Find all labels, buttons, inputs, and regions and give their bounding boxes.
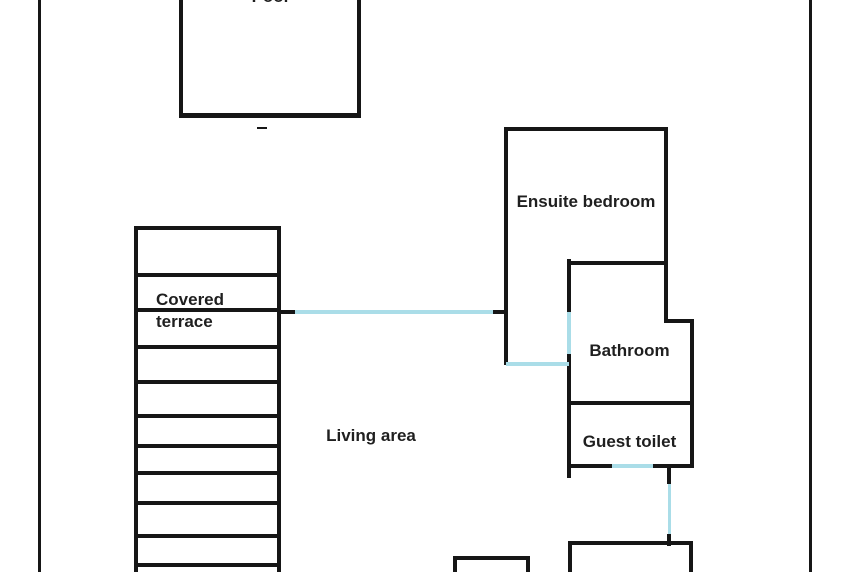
terrace-wall-left (134, 226, 138, 572)
pool-wall-bottom (179, 113, 361, 118)
covered-terrace-label: Covered terrace (156, 289, 224, 333)
bedroom-wall-bottom (567, 261, 668, 265)
bathroom-label: Bathroom (589, 341, 670, 360)
bathroom-step-wall (664, 319, 694, 323)
bottom-left-wall-left (453, 556, 457, 572)
terrace-deck-stripe (138, 380, 277, 384)
covered-terrace-label-line1: Covered (156, 290, 225, 309)
pool-stray-mark (257, 127, 267, 129)
guest-toilet-glass-door (612, 464, 653, 468)
bathroom-glass-door (567, 312, 571, 354)
guest-toilet-wall-bottom-right (653, 464, 694, 468)
bedroom-wall-top (504, 127, 668, 131)
guest-toilet-wall-bottom-left (567, 464, 612, 468)
bottom-right-wall-top (568, 541, 693, 545)
guest-toilet-label: Guest toilet (582, 432, 677, 451)
terrace-deck-stripe (138, 501, 277, 505)
hall-glass-door (506, 362, 569, 366)
terrace-wall-top (134, 226, 281, 230)
connector-jamb-bottom (667, 534, 671, 546)
terrace-deck-stripe (138, 308, 277, 312)
bottom-left-wall-top (453, 556, 530, 560)
outer-wall-right (809, 0, 812, 572)
bottom-right-wall-right (689, 541, 693, 572)
terrace-deck-stripe (138, 534, 277, 538)
pool-wall-left (179, 0, 183, 118)
terrace-deck-stripe (138, 563, 277, 567)
pool-label: Pool (181, 0, 359, 8)
ensuite-bedroom-label: Ensuite bedroom (516, 192, 656, 211)
bottom-left-wall-right (526, 556, 530, 572)
terrace-deck-stripe (138, 273, 277, 277)
terrace-deck-stripe (138, 471, 277, 475)
guest-toilet-wall-top (567, 401, 694, 405)
bathroom-wall-right (690, 319, 694, 405)
connector-glass-door (668, 484, 671, 536)
living-area-label: Living area (326, 426, 416, 445)
outer-wall-left (38, 0, 41, 572)
guest-toilet-wall-right (690, 401, 694, 468)
connector-jamb-top (667, 468, 671, 484)
bedroom-wall-left (504, 127, 508, 365)
pool-wall-right (357, 0, 361, 118)
terrace-wall-right (277, 226, 281, 572)
hall-wall-upper (567, 259, 571, 312)
guest-toilet-wall-left (567, 401, 571, 478)
terrace-door-jamb-left (281, 310, 295, 314)
covered-terrace-label-line2: terrace (156, 312, 213, 331)
terrace-deck-stripe (138, 414, 277, 418)
bottom-right-wall-left (568, 541, 572, 572)
bedroom-wall-right (664, 127, 668, 323)
terrace-deck-stripe (138, 444, 277, 448)
terrace-deck-stripe (138, 345, 277, 349)
terrace-door-jamb-right (493, 310, 506, 314)
hall-wall-lower (567, 354, 571, 405)
terrace-glass-door (295, 310, 493, 314)
